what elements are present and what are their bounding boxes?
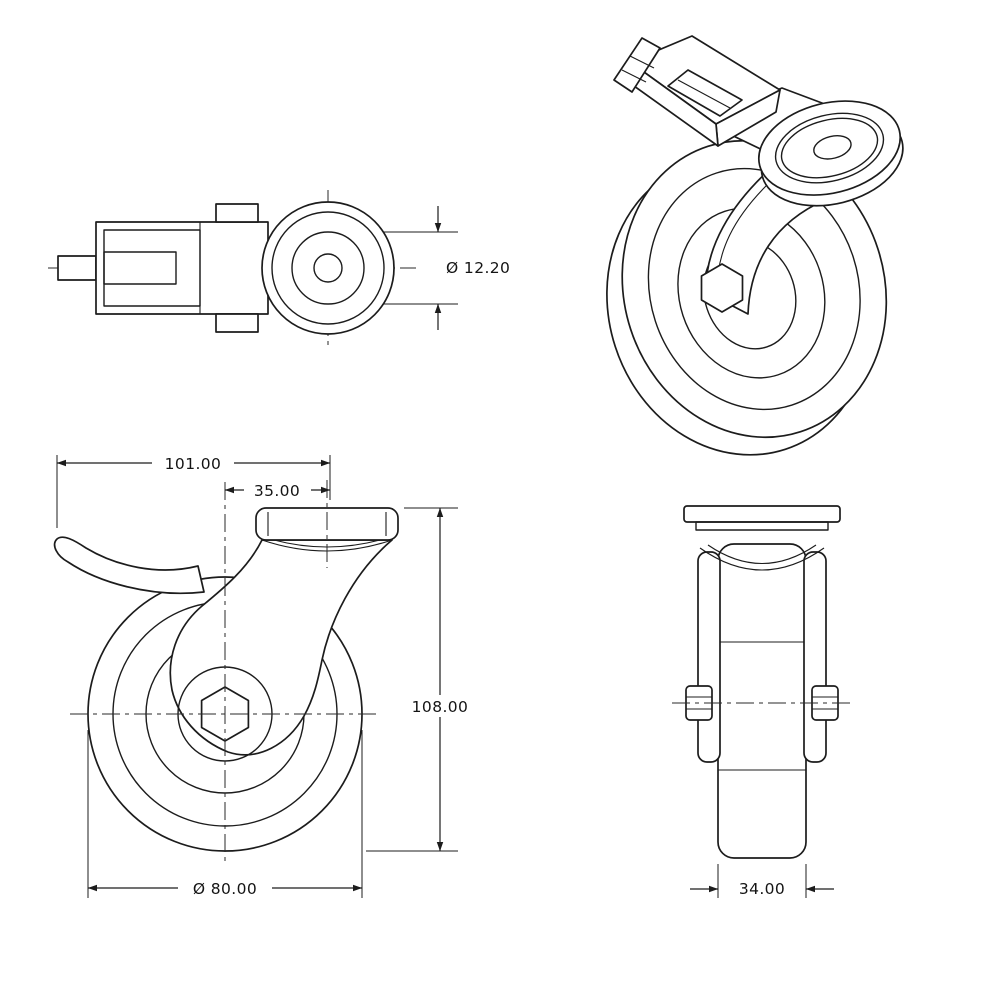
caster-housing-top xyxy=(57,203,269,333)
dim-label-height: 108.00 xyxy=(412,698,469,716)
dim-swivel-offset: 35.00 xyxy=(224,479,331,501)
dim-label-bore: Ø 12.20 xyxy=(446,259,510,277)
housing-body xyxy=(95,221,269,315)
iso-stem xyxy=(613,37,661,93)
brake-lever xyxy=(53,536,205,595)
dim-wheel-width: 34.00 xyxy=(690,864,834,898)
iso-swivel-head xyxy=(757,100,904,207)
iso-hex-nut xyxy=(700,263,744,313)
raceway-arc xyxy=(699,547,825,571)
dim-label-length: 101.00 xyxy=(165,455,222,473)
front-view: 34.00 xyxy=(672,505,852,898)
dim-wheel-diameter: Ø 80.00 xyxy=(87,730,363,899)
dim-label-wheel-width: 34.00 xyxy=(739,880,785,898)
bolt-hole xyxy=(313,253,343,283)
mounting-plate-front xyxy=(683,505,841,531)
top-view: Ø 12.20 xyxy=(48,190,528,348)
iso-bolt-hole xyxy=(813,135,852,160)
fork-leg-left xyxy=(697,551,721,763)
dim-label-offset: 35.00 xyxy=(254,482,300,500)
wheel-front xyxy=(717,543,807,859)
side-view: 101.00 35.00 108.00 Ø 80.00 xyxy=(53,452,482,899)
swivel-plate-top xyxy=(261,201,395,335)
fork-leg-right xyxy=(803,551,827,763)
dim-overall-height: 108.00 xyxy=(366,507,482,852)
stem xyxy=(57,255,97,281)
dim-overall-length: 101.00 xyxy=(56,452,331,528)
dim-bore-diameter: Ø 12.20 xyxy=(384,206,528,330)
brake-tab-top xyxy=(215,203,259,223)
iso-brake-housing xyxy=(629,35,781,147)
brake-tab-bottom xyxy=(215,313,259,333)
isometric-view xyxy=(606,35,904,456)
dim-label-wheel-diameter: Ø 80.00 xyxy=(193,880,257,898)
stem-slot xyxy=(103,251,177,285)
